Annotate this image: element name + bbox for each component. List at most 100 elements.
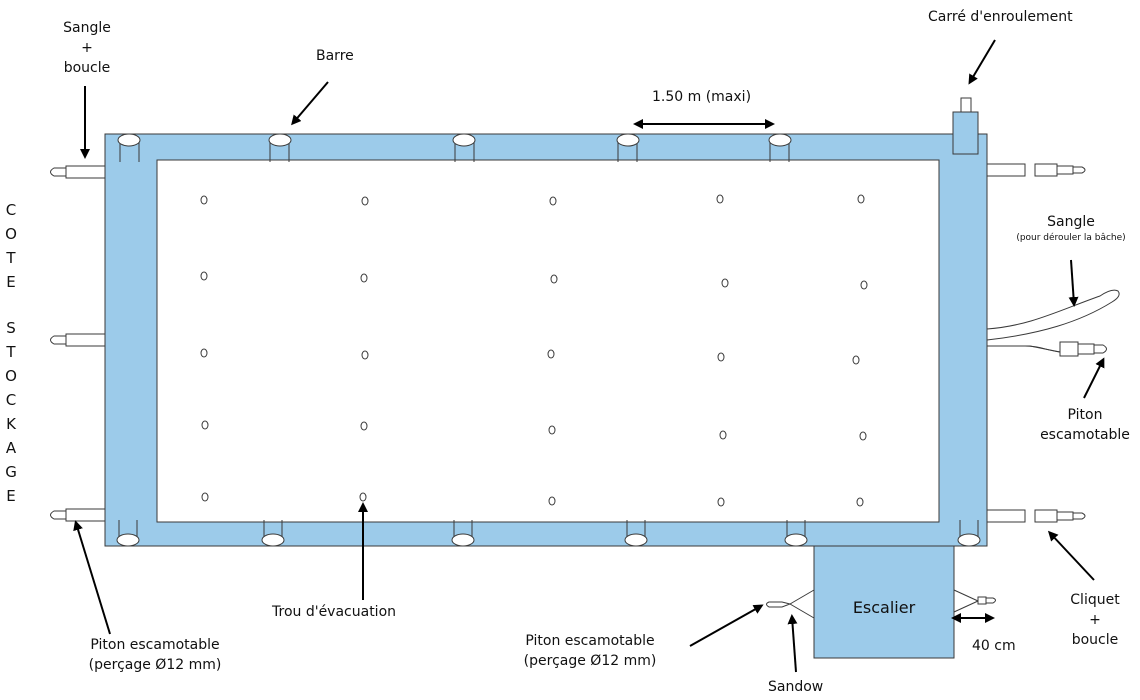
stair-sandow-right xyxy=(953,589,996,613)
arrow-piton-left xyxy=(73,520,111,635)
label-dimension-150: 1.50 m (maxi) xyxy=(652,89,752,105)
bar-top xyxy=(768,133,792,162)
side-letter: S xyxy=(6,319,16,337)
drain-hole xyxy=(721,278,729,288)
bar-top xyxy=(268,133,292,162)
drain-hole xyxy=(201,420,209,430)
label-line: boucle xyxy=(63,60,111,76)
label-line: Piton escamotable xyxy=(90,637,220,653)
drain-hole xyxy=(200,348,208,358)
drain-hole xyxy=(360,273,368,283)
side-letter: O xyxy=(5,225,17,243)
stair-sandow-left xyxy=(766,589,815,619)
label-piton-left: Piton escamotable (perçage Ø12 mm) xyxy=(70,635,240,675)
label-line: Cliquet xyxy=(1070,592,1120,608)
bar-bottom xyxy=(784,520,808,547)
left-anchor-middle xyxy=(50,333,106,347)
label-line: (perçage Ø12 mm) xyxy=(88,657,222,673)
side-letter: G xyxy=(5,463,17,481)
label-line: escamotable xyxy=(1040,427,1130,443)
drain-hole xyxy=(852,355,860,365)
drain-hole xyxy=(716,194,724,204)
bar-bottom xyxy=(116,520,140,547)
arrow-cliquet xyxy=(1047,530,1095,581)
stair-section xyxy=(766,545,996,659)
label-line: Piton escamotable xyxy=(525,633,655,649)
arrow-piton-right xyxy=(1083,357,1105,399)
label-escalier: Escalier xyxy=(852,598,916,617)
label-line: (perçage Ø12 mm) xyxy=(523,653,657,669)
right-anchor-top xyxy=(986,163,1086,177)
left-anchor-top xyxy=(50,165,106,179)
pointer-arrows xyxy=(73,39,1105,673)
bar-top xyxy=(117,133,141,162)
drain-hole xyxy=(859,431,867,441)
label-cliquet-boucle: Cliquet + boucle xyxy=(1055,590,1135,650)
drain-hole xyxy=(860,280,868,290)
side-letter: T xyxy=(6,343,16,361)
label-carre-enroulement: Carré d'enroulement xyxy=(928,9,1073,25)
label-line: Piton xyxy=(1067,407,1103,423)
label-sangle-boucle: Sangle + boucle xyxy=(52,18,122,78)
arrow-sangle-right xyxy=(1068,259,1079,307)
drain-hole xyxy=(359,492,367,502)
right-strap-and-ratchet xyxy=(986,289,1120,357)
drain-hole xyxy=(201,492,209,502)
drain-holes xyxy=(200,194,868,507)
bar-bottom xyxy=(624,520,648,547)
pool-cover xyxy=(104,133,988,547)
arrow-sandow xyxy=(787,614,798,673)
top-bars xyxy=(117,133,792,162)
drain-hole xyxy=(719,430,727,440)
drain-hole xyxy=(857,194,865,204)
bar-bottom xyxy=(261,520,285,547)
side-letter: O xyxy=(5,367,17,385)
side-letter: T xyxy=(6,249,16,267)
winding-square xyxy=(952,97,979,155)
label-barre: Barre xyxy=(316,48,354,64)
drain-hole xyxy=(200,195,208,205)
drain-hole xyxy=(548,425,556,435)
label-piton-right: Piton escamotable xyxy=(1030,405,1140,445)
drain-hole xyxy=(549,196,557,206)
label-subline: (pour dérouler la bâche) xyxy=(1016,233,1126,243)
side-letter: A xyxy=(5,439,17,457)
arrow-barre xyxy=(291,81,329,126)
label-sandow: Sandow xyxy=(768,679,824,695)
side-letter: C xyxy=(5,391,17,409)
bar-bottom xyxy=(957,520,981,547)
arrow-carre xyxy=(968,39,996,85)
right-anchor-bottom xyxy=(986,509,1086,523)
label-dimension-40: 40 cm xyxy=(972,638,1016,654)
drain-hole xyxy=(361,350,369,360)
side-letter: E xyxy=(6,487,16,505)
drain-hole xyxy=(717,352,725,362)
side-letter: C xyxy=(5,201,17,219)
left-anchors xyxy=(50,165,106,522)
stair-cover xyxy=(813,545,955,659)
side-letter: E xyxy=(6,273,16,291)
drain-hole xyxy=(361,196,369,206)
bottom-bars xyxy=(116,520,981,547)
cover-inner-area xyxy=(156,159,940,523)
label-sangle-right: Sangle (pour dérouler la bâche) xyxy=(1006,212,1136,244)
label-line: + xyxy=(1089,612,1101,628)
label-line: Sangle xyxy=(1047,214,1095,230)
drain-hole xyxy=(360,421,368,431)
drain-hole xyxy=(856,497,864,507)
drain-hole xyxy=(717,497,725,507)
label-line: boucle xyxy=(1071,632,1119,648)
drain-hole xyxy=(547,349,555,359)
bar-top xyxy=(452,133,476,162)
left-anchor-bottom xyxy=(50,508,106,522)
drain-hole xyxy=(548,496,556,506)
bar-bottom xyxy=(451,520,475,547)
label-trou-evacuation: Trou d'évacuation xyxy=(272,604,397,620)
side-letter: K xyxy=(6,415,16,433)
drain-hole xyxy=(200,271,208,281)
right-anchors xyxy=(986,163,1120,523)
label-line: + xyxy=(81,40,93,56)
arrow-piton-bottom xyxy=(689,604,764,647)
label-line: Sangle xyxy=(63,20,111,36)
